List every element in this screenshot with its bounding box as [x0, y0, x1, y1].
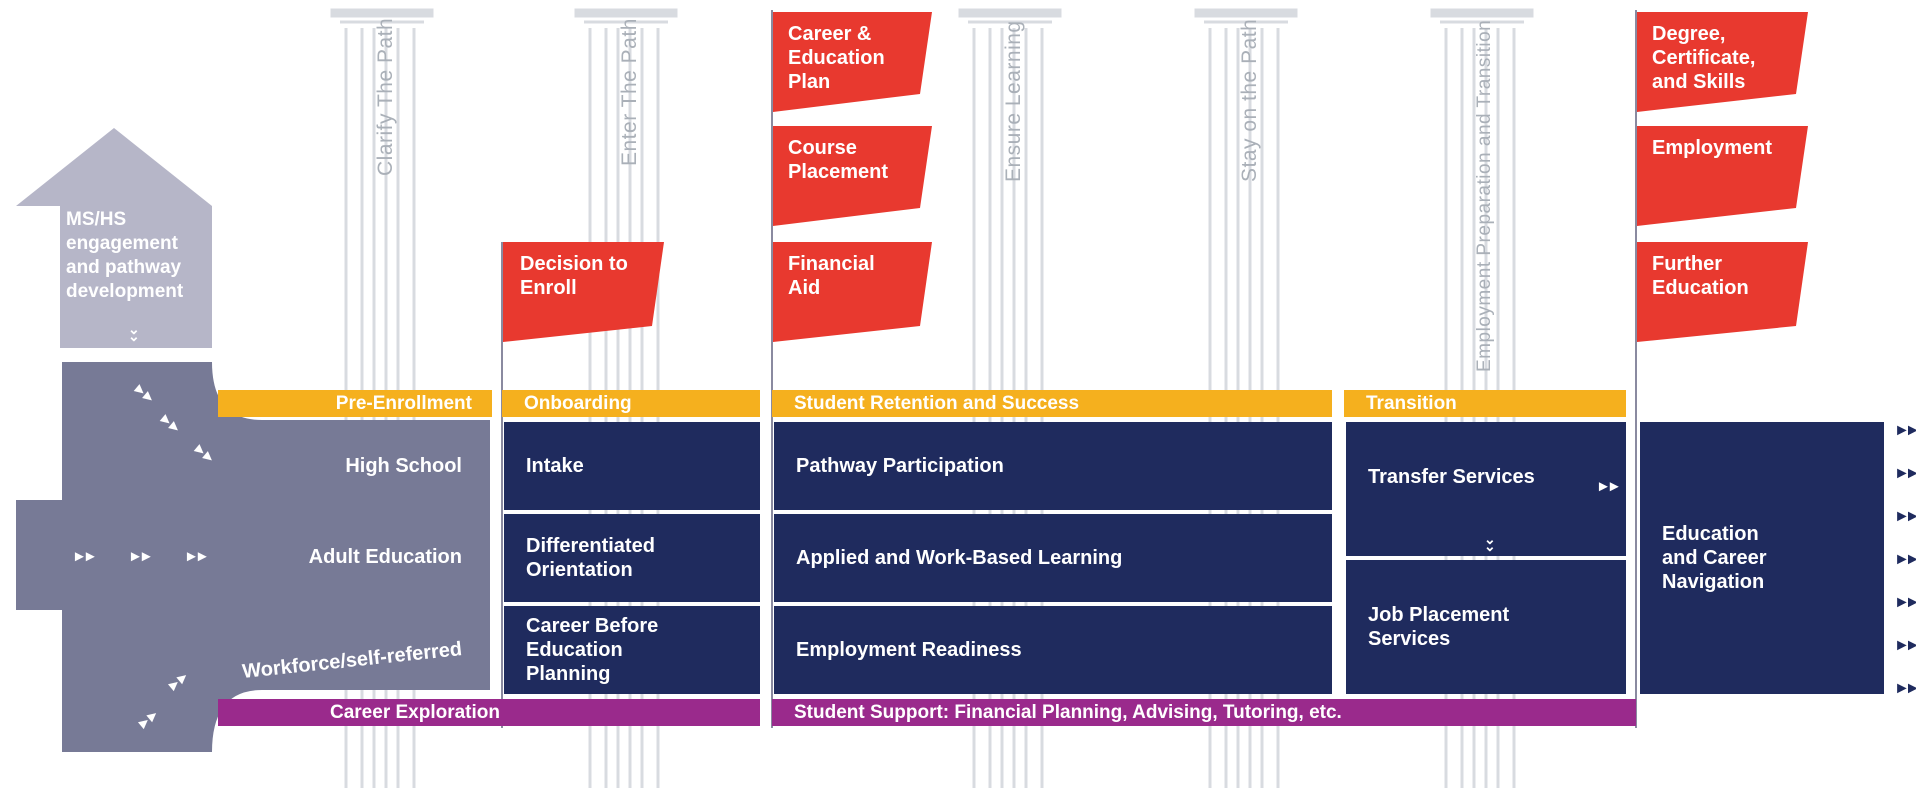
flag-employment: Employment: [1652, 137, 1773, 159]
down-chevron-icon: ⌄⌄: [1484, 531, 1496, 554]
phase-onboarding: Onboarding: [502, 390, 760, 417]
pillar-label-ensure: Ensure Learning: [1002, 20, 1025, 182]
flag-course-placement: Course Placement: [788, 137, 889, 183]
support-student-support: Student Support: Financial Planning, Adv…: [772, 699, 1636, 726]
down-chevron-icon: ⌄⌄: [128, 321, 140, 344]
entry-arrows: [16, 362, 490, 752]
pillar-label-employment-prep: Employment Preparation and Transition: [1474, 19, 1495, 372]
phase-pre-enrollment: Pre-Enrollment: [218, 390, 492, 417]
support-career-exploration: Career Exploration: [218, 699, 760, 726]
flag-career-education-plan: Career & Education Plan: [788, 23, 885, 93]
box-differentiated-orientation: Differentiated Orientation: [504, 514, 760, 602]
phase-transition: Transition: [1344, 390, 1626, 417]
flag-decision-to-enroll: Decision to Enroll: [520, 253, 628, 299]
chevron-right-icon: ►►: [72, 548, 98, 565]
box-pathway-participation: Pathway Participation: [774, 422, 1332, 510]
flag-poles: [501, 10, 1637, 728]
box-employment-readiness: Employment Readiness: [774, 606, 1332, 694]
ms-hs-arrow: [16, 128, 212, 348]
flag-degree-certificate: Degree, Certificate, and Skills: [1652, 23, 1756, 93]
chevron-right-icon: ►►: [128, 548, 154, 565]
chevron-right-icon: ►►: [1894, 422, 1916, 439]
pillar-label-enter: Enter The Path: [618, 18, 641, 166]
entry-adult-education: Adult Education: [308, 546, 462, 568]
chevron-right-icon: ►►: [1596, 478, 1622, 495]
box-job-placement: Job Placement Services: [1346, 560, 1626, 694]
phase-retention: Student Retention and Success: [772, 390, 1332, 417]
box-career-before-education: Career Before Education Planning: [504, 606, 760, 694]
flag-financial-aid: Financial Aid: [788, 253, 875, 299]
chevron-right-icon: ►►: [1894, 551, 1916, 568]
chevron-right-icon: ►►: [1894, 508, 1916, 525]
flag-shapes: [503, 12, 1808, 342]
chevron-right-icon: ►►: [1894, 594, 1916, 611]
entry-high-school: High School: [345, 455, 462, 477]
pillar-label-stay: Stay on the Path: [1238, 18, 1261, 182]
chevron-right-icon: ►►: [1894, 637, 1916, 654]
box-education-career-navigation: Education and Career Navigation: [1640, 422, 1884, 694]
chevron-right-icon: ►►: [1894, 465, 1916, 482]
chevron-right-icon: ►►: [184, 548, 210, 565]
box-intake: Intake: [504, 422, 760, 510]
chevron-right-icon: ►►: [1894, 680, 1916, 697]
pillar-label-clarify: Clarify The Path: [374, 17, 397, 176]
ms-hs-label: MS/HS engagement and pathway development: [66, 209, 184, 302]
flag-further-education: Further Education: [1652, 253, 1749, 299]
box-applied-learning: Applied and Work-Based Learning: [774, 514, 1332, 602]
box-transfer-services: Transfer Services: [1346, 422, 1626, 556]
